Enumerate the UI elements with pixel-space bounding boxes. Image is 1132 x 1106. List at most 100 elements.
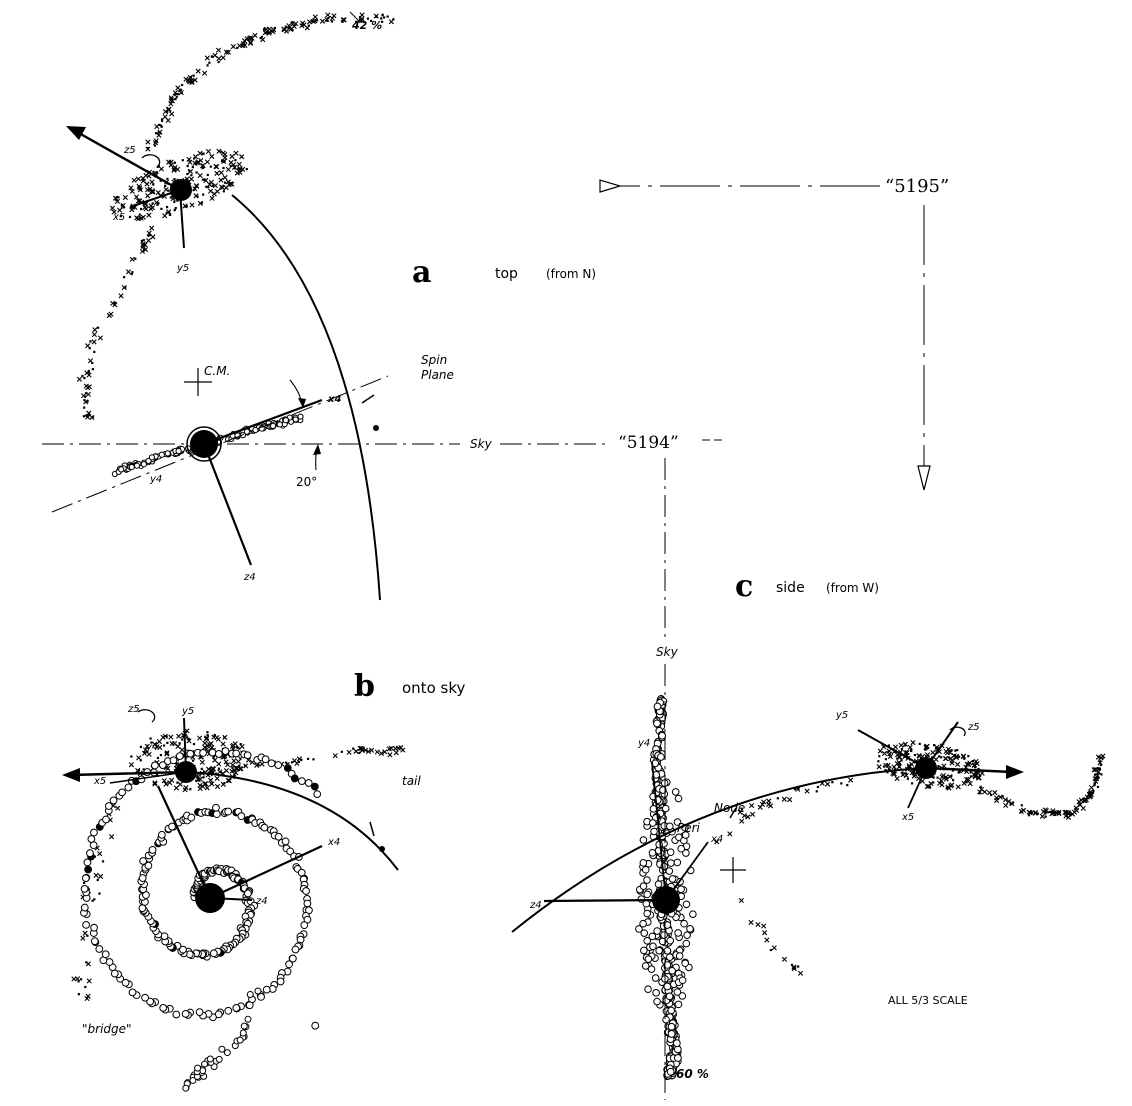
particle-ring [224, 1006, 233, 1015]
companion-nucleus-b [175, 761, 197, 783]
main-nucleus-a-ring [186, 426, 222, 462]
particle-dot [157, 202, 160, 205]
particle-cross [1056, 809, 1062, 815]
particle-ring [262, 985, 271, 994]
particle-cross [108, 311, 114, 317]
particle-dot [173, 200, 176, 203]
particle-cross [182, 203, 188, 209]
particle-cross [82, 930, 88, 936]
particle-dot [971, 760, 975, 763]
particle-dot [382, 16, 386, 19]
particle-cross [145, 146, 151, 152]
particle-cross [234, 170, 240, 176]
particle-dot [122, 206, 125, 209]
particle-cross [395, 745, 401, 751]
particle-cross [943, 748, 949, 755]
panel-b-title: onto sky [402, 679, 465, 697]
particle-cross [891, 764, 897, 770]
particle-cross [215, 47, 222, 53]
label-c-z5: z5 [967, 722, 980, 733]
particle-cross [140, 241, 146, 247]
particle-cross [222, 174, 228, 181]
particle-ring [653, 719, 661, 728]
particle-dot [87, 413, 91, 416]
particle-dot [904, 772, 908, 775]
particle-cross [89, 414, 95, 421]
particle-dot [901, 771, 904, 774]
particle-dot [932, 781, 935, 784]
particle-dot [156, 203, 159, 206]
particle-cross [166, 209, 172, 215]
particle-ring [297, 413, 304, 420]
particle-cross [378, 750, 385, 757]
particle-cross [293, 21, 299, 27]
particle-cross [949, 782, 955, 788]
particle-cross [81, 393, 87, 399]
particle-dot [956, 749, 959, 752]
particle-dot [175, 95, 178, 99]
particle-cross [382, 749, 388, 755]
particle-cross [400, 747, 406, 753]
particle-dot [776, 797, 779, 800]
particle-dot [886, 771, 889, 774]
particle-ring [311, 1021, 320, 1030]
particle-cross [997, 794, 1003, 800]
particle-dot [797, 965, 800, 968]
particle-cross [218, 170, 224, 176]
particle-cross [219, 184, 226, 191]
particle-ring [300, 921, 309, 930]
particle-dot [93, 350, 96, 354]
particle-cross [737, 809, 743, 815]
particle-ring [199, 749, 207, 757]
particle-cross [739, 818, 745, 824]
particle-dot [910, 782, 914, 785]
particle-dot [180, 83, 184, 87]
particle-dot [790, 963, 794, 967]
particle-dot [165, 211, 168, 214]
particle-cross [97, 873, 104, 879]
particle-cross [220, 741, 226, 747]
particle-cross [169, 740, 175, 747]
particle-dot [793, 788, 797, 791]
particle-dot [235, 766, 238, 769]
particle-cross [907, 744, 913, 750]
particle-dot [217, 60, 220, 64]
particle-dot [117, 196, 120, 199]
particle-dot [940, 756, 943, 759]
particle-dot [306, 757, 310, 760]
particle-cross [319, 18, 326, 24]
particle-ring [141, 993, 149, 1002]
particle-dot [160, 119, 164, 122]
particle-dot [239, 743, 242, 746]
particle-ring [84, 865, 93, 874]
particle-dot [967, 754, 970, 758]
particle-dot [159, 179, 162, 182]
particle-cross [217, 769, 223, 775]
particle-cross [85, 414, 91, 420]
particle-ring [157, 830, 166, 839]
particle-ring [101, 950, 110, 959]
particle-cross [152, 780, 158, 786]
particle-cross [1039, 813, 1045, 819]
particle-dot [1098, 760, 1101, 763]
particle-cross [1071, 809, 1078, 815]
particle-dot [223, 159, 226, 163]
particle-ring [164, 450, 171, 457]
particle-cross [84, 370, 90, 376]
particle-cross [762, 930, 768, 936]
particle-dot [186, 164, 189, 168]
rotation-loop-c [949, 726, 966, 737]
particle-ring [209, 949, 218, 958]
spin-vector-a [69, 126, 181, 192]
particle-dot [160, 118, 164, 121]
spin-arrowhead-c [1006, 765, 1024, 779]
particle-cross [757, 804, 763, 810]
particle-ring [649, 942, 657, 951]
particle-dot [1048, 810, 1051, 814]
particle-ring [650, 827, 658, 836]
particle-cross [115, 805, 121, 811]
particle-cross [761, 799, 767, 805]
particle-cross [205, 148, 212, 155]
particle-dot [141, 246, 144, 249]
particle-cross [1063, 809, 1069, 815]
